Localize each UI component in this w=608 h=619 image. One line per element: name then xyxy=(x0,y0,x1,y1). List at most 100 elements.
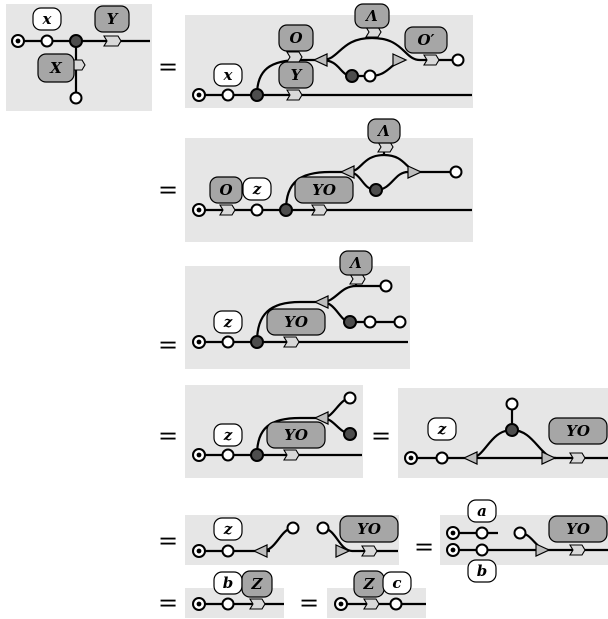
white-node xyxy=(221,335,235,349)
white-node xyxy=(449,165,463,179)
equals-sign: = xyxy=(158,331,178,359)
label-tag xyxy=(266,308,326,336)
black-node xyxy=(279,203,293,217)
white-node xyxy=(513,526,527,540)
label-tag xyxy=(354,3,390,29)
label-tag xyxy=(209,176,243,204)
source-dot xyxy=(450,547,456,553)
flag-marker xyxy=(311,204,328,216)
white-node xyxy=(343,391,357,405)
white-node xyxy=(475,526,489,540)
equals-sign: = xyxy=(158,422,178,450)
label-tag xyxy=(548,417,608,445)
label-X: X xyxy=(49,59,63,77)
white-node xyxy=(286,521,300,535)
label-z: z xyxy=(223,520,233,538)
label-tag xyxy=(242,177,272,201)
triangle-node xyxy=(313,295,329,309)
white-node xyxy=(221,544,235,558)
diagram-9: b Z xyxy=(185,570,284,618)
label-Lambda: Λ xyxy=(364,7,378,25)
label-tag xyxy=(266,421,326,449)
black-node xyxy=(69,34,83,48)
label-tag xyxy=(213,310,243,334)
triangle-node xyxy=(392,53,408,67)
label-Oprime: O′ xyxy=(417,31,434,49)
equals-sign: = xyxy=(158,589,178,617)
label-x: x xyxy=(42,10,53,28)
diagram-10: Z c xyxy=(327,570,426,618)
white-node xyxy=(221,448,235,462)
white-node xyxy=(475,543,489,557)
label-tag xyxy=(404,26,448,54)
label-tag xyxy=(467,499,497,523)
label-Z: Z xyxy=(363,575,376,593)
equals-sign: = xyxy=(158,53,178,81)
white-node xyxy=(316,521,330,535)
label-Y: Y xyxy=(107,10,119,28)
black-node xyxy=(250,448,264,462)
white-node xyxy=(221,597,235,611)
equals-sign: = xyxy=(414,533,434,561)
triangle-node xyxy=(535,543,551,557)
label-tag xyxy=(32,7,62,31)
black-node xyxy=(345,69,359,83)
triangle-node xyxy=(541,451,557,465)
triangle-node xyxy=(252,544,268,558)
label-tag xyxy=(382,571,412,595)
equals-sign: = xyxy=(371,422,391,450)
label-tag xyxy=(467,559,497,583)
label-Y: Y xyxy=(291,66,303,84)
label-tag xyxy=(213,423,243,447)
equals-sign: = xyxy=(299,589,319,617)
equals-sign: = xyxy=(158,527,178,555)
label-Lambda: Λ xyxy=(376,122,390,140)
source-dot xyxy=(196,92,202,98)
diagram-2: x O Y Λ O′ xyxy=(185,3,473,108)
white-node xyxy=(505,397,519,411)
flag-marker xyxy=(103,35,122,47)
label-tag xyxy=(213,63,243,87)
label-tag xyxy=(278,61,314,89)
black-node xyxy=(343,315,357,329)
label-c: c xyxy=(392,574,401,592)
diagram-5: z YO xyxy=(185,385,363,478)
source-dot xyxy=(408,455,414,461)
label-O: O xyxy=(219,181,232,199)
diagram-7: z YO xyxy=(185,515,399,565)
label-tag xyxy=(294,176,354,204)
source-dot xyxy=(196,452,202,458)
white-node xyxy=(435,451,449,465)
label-z: z xyxy=(437,420,447,438)
white-node xyxy=(363,69,377,83)
white-node xyxy=(389,597,403,611)
flag-marker xyxy=(283,336,300,348)
white-node xyxy=(69,91,83,105)
source-dot xyxy=(196,207,202,213)
equals-sign: = xyxy=(158,176,178,204)
label-YO: YO xyxy=(312,181,336,199)
black-node xyxy=(250,335,264,349)
flag-marker xyxy=(286,89,303,101)
label-tag xyxy=(339,250,373,276)
wire xyxy=(255,300,322,343)
white-node xyxy=(40,34,54,48)
label-tag xyxy=(213,517,243,541)
diagram-4: z YO Λ xyxy=(185,250,410,369)
label-tag xyxy=(94,5,130,33)
label-O: O xyxy=(289,29,302,47)
diagram-3: O z YO Λ xyxy=(185,118,473,242)
black-node xyxy=(250,88,264,102)
label-tag xyxy=(339,515,399,543)
black-node xyxy=(343,427,357,441)
flag-marker xyxy=(423,54,440,66)
label-tag xyxy=(367,118,401,144)
label-a: a xyxy=(477,502,487,520)
label-YO: YO xyxy=(566,520,590,538)
label-tag xyxy=(548,515,608,543)
flag-marker xyxy=(569,544,586,556)
label-z: z xyxy=(223,426,233,444)
white-node xyxy=(379,279,393,293)
label-b: b xyxy=(223,574,234,592)
